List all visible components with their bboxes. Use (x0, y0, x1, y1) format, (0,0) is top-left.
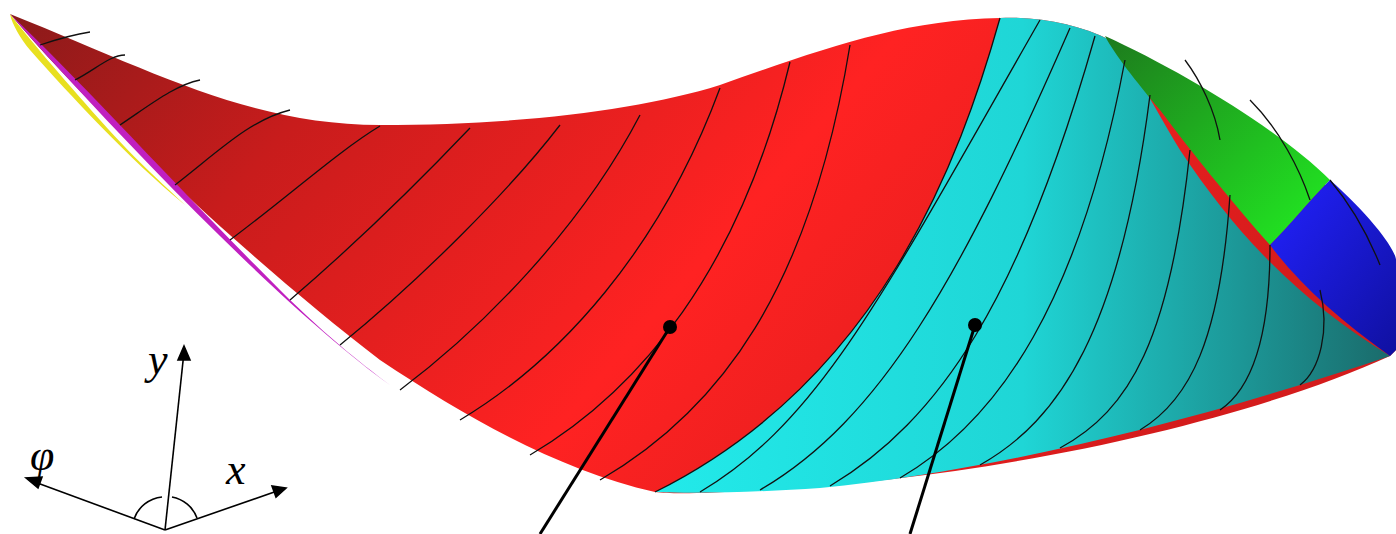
axis-label: φ (30, 434, 54, 478)
axis-label: x (226, 448, 246, 492)
axis-label: y (148, 338, 168, 382)
leader-line (540, 318, 982, 534)
